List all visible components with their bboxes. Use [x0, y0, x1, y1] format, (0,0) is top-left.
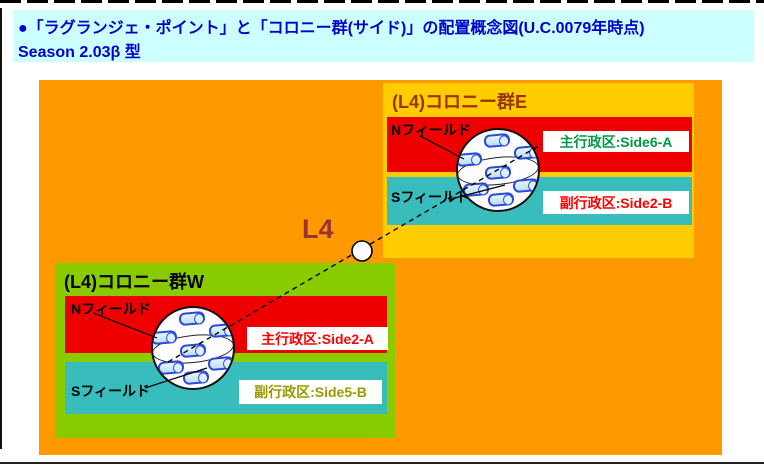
colony-cylinder-cap — [165, 331, 177, 344]
colony-cylinder — [513, 144, 538, 161]
colony-cylinder-cap — [470, 153, 482, 166]
east-colony-sphere — [456, 128, 540, 212]
colony-cylinder — [458, 151, 483, 168]
colony-cylinder — [182, 369, 210, 386]
colony-cylinder — [487, 191, 515, 208]
west-primary-district-badge: 主行政区:Side2-A — [247, 327, 388, 350]
colony-cylinder — [179, 342, 207, 359]
colony-cylinder-cap — [498, 134, 510, 147]
left-border — [0, 8, 2, 449]
east-primary-district-badge: 主行政区:Side6-A — [543, 131, 689, 152]
west-secondary-district-badge: 副行政区:Side5-B — [239, 380, 382, 404]
colony-group-east-title: (L4)コロニー群E — [392, 92, 527, 112]
colony-cylinder-cap — [193, 312, 205, 325]
colony-cylinder — [178, 310, 206, 327]
colony-cylinder-cap — [502, 193, 514, 206]
colony-cylinder — [483, 132, 511, 149]
diagram-subtitle: Season 2.03β 型 — [18, 44, 141, 61]
colony-cylinder-cap — [222, 357, 233, 370]
colony-cylinder — [207, 355, 233, 372]
colony-cylinder-cap — [477, 183, 489, 196]
east-n-field-label: Nフィールド — [391, 122, 471, 138]
l4-point-label: L4 — [302, 214, 334, 244]
top-dashed-border — [0, 0, 764, 3]
diagram-title: ●「ラグランジェ・ポイント」と「コロニー群(サイド)」の配置概念図(U.C.00… — [18, 20, 645, 37]
colony-cylinder — [153, 329, 178, 346]
colony-cylinder — [512, 177, 538, 194]
title-banner: ●「ラグランジェ・ポイント」と「コロニー群(サイド)」の配置概念図(U.C.00… — [13, 10, 754, 62]
west-n-field-label: Nフィールド — [71, 301, 151, 317]
bottom-border — [0, 462, 764, 464]
west-s-field-label: Sフィールド — [71, 383, 151, 399]
east-s-field-label: Sフィールド — [391, 189, 471, 205]
colony-cylinder-cap — [172, 361, 184, 374]
west-colony-sphere — [151, 306, 235, 390]
colony-group-west-title: (L4)コロニー群W — [64, 272, 204, 292]
colony-cylinder-cap — [499, 166, 511, 179]
colony-cylinder-cap — [223, 324, 233, 337]
colony-cylinder-cap — [527, 179, 538, 192]
colony-cylinder — [484, 164, 512, 181]
colony-cylinder-cap — [528, 146, 538, 159]
colony-cylinder — [462, 181, 490, 198]
colony-cylinder-cap — [194, 344, 206, 357]
east-secondary-district-badge: 副行政区:Side2-B — [543, 191, 689, 214]
colony-cylinder-cap — [197, 371, 209, 384]
colony-cylinder — [208, 322, 233, 339]
colony-cylinder — [157, 359, 185, 376]
